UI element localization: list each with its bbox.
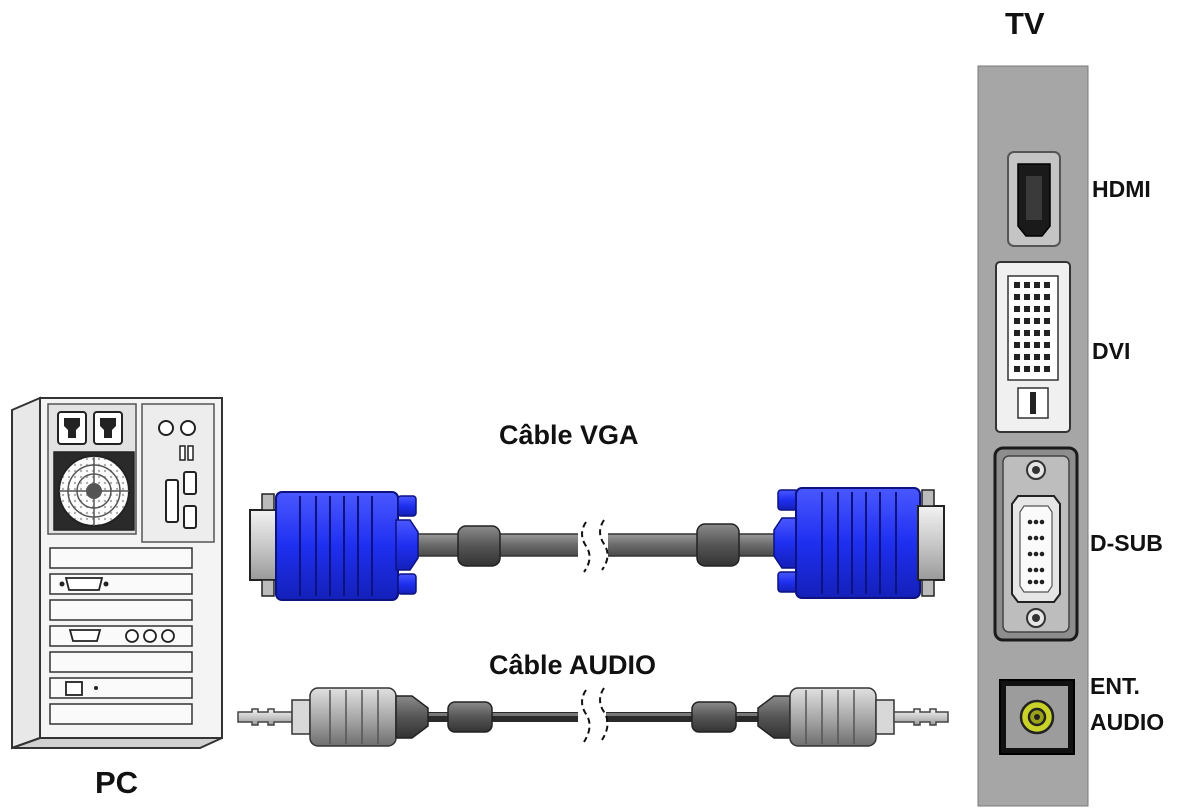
pc-title: PC [95,765,139,800]
expansion-slots [49,547,193,725]
ps2-ports-icon [158,420,196,436]
audio-in-label-line2: AUDIO [1090,709,1165,735]
audio-plug-left-icon [237,687,429,747]
vga-plug-left-icon [249,491,419,601]
usb-ports-icon [179,445,194,461]
power-socket-icon [57,411,123,445]
tv-title: TV [1005,6,1045,41]
audio-in-label-line1: ENT. [1090,673,1140,699]
dvi-port-label: DVI [1092,338,1131,364]
dvi-port-icon [995,261,1071,433]
pc-vga-port-icon [59,577,109,591]
dsub-port-icon [993,446,1079,642]
audio-in-port-icon [999,679,1075,755]
sound-card-ports-icon [68,629,175,643]
audio-cable [237,687,949,747]
pc-tower [11,396,223,750]
vga-cable [249,487,945,601]
dsub-port-label: D-SUB [1090,530,1163,556]
serial-ports-icon [165,471,197,529]
network-port-icon [65,681,98,696]
audio-cable-label: Câble AUDIO [489,650,657,680]
fan-grill-icon [53,451,135,531]
tv-panel [977,65,1089,807]
audio-in-port-label: ENT. AUDIO [1090,668,1164,740]
hdmi-port-icon [1007,151,1061,247]
hdmi-port-label: HDMI [1092,176,1151,202]
vga-cable-label: Câble VGA [499,420,639,450]
audio-plug-right-icon [757,687,949,747]
vga-plug-right-icon [773,487,945,599]
